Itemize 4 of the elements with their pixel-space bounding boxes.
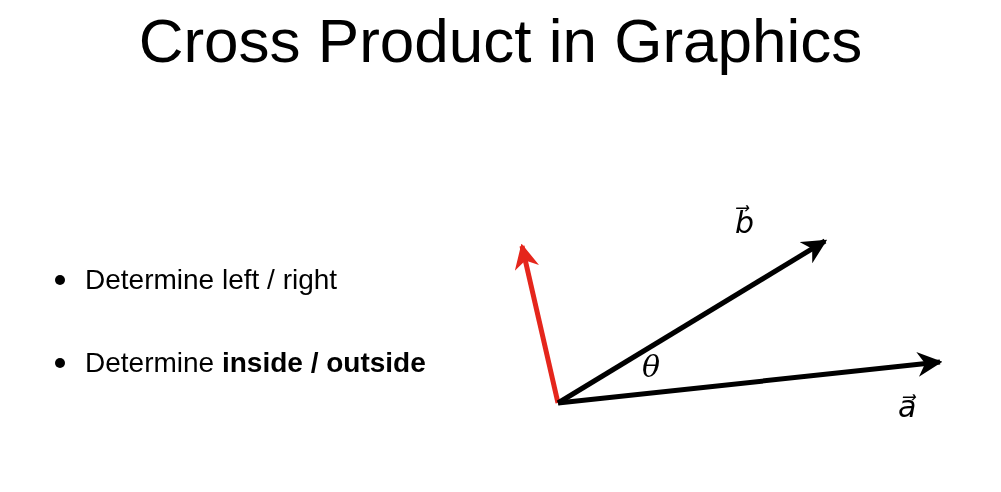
math-label: a⃗ bbox=[898, 392, 917, 422]
math-label: θ bbox=[642, 352, 661, 382]
bullet-text: Determine left / right bbox=[85, 266, 338, 294]
bullet-text: Determine inside / outside bbox=[85, 349, 426, 377]
